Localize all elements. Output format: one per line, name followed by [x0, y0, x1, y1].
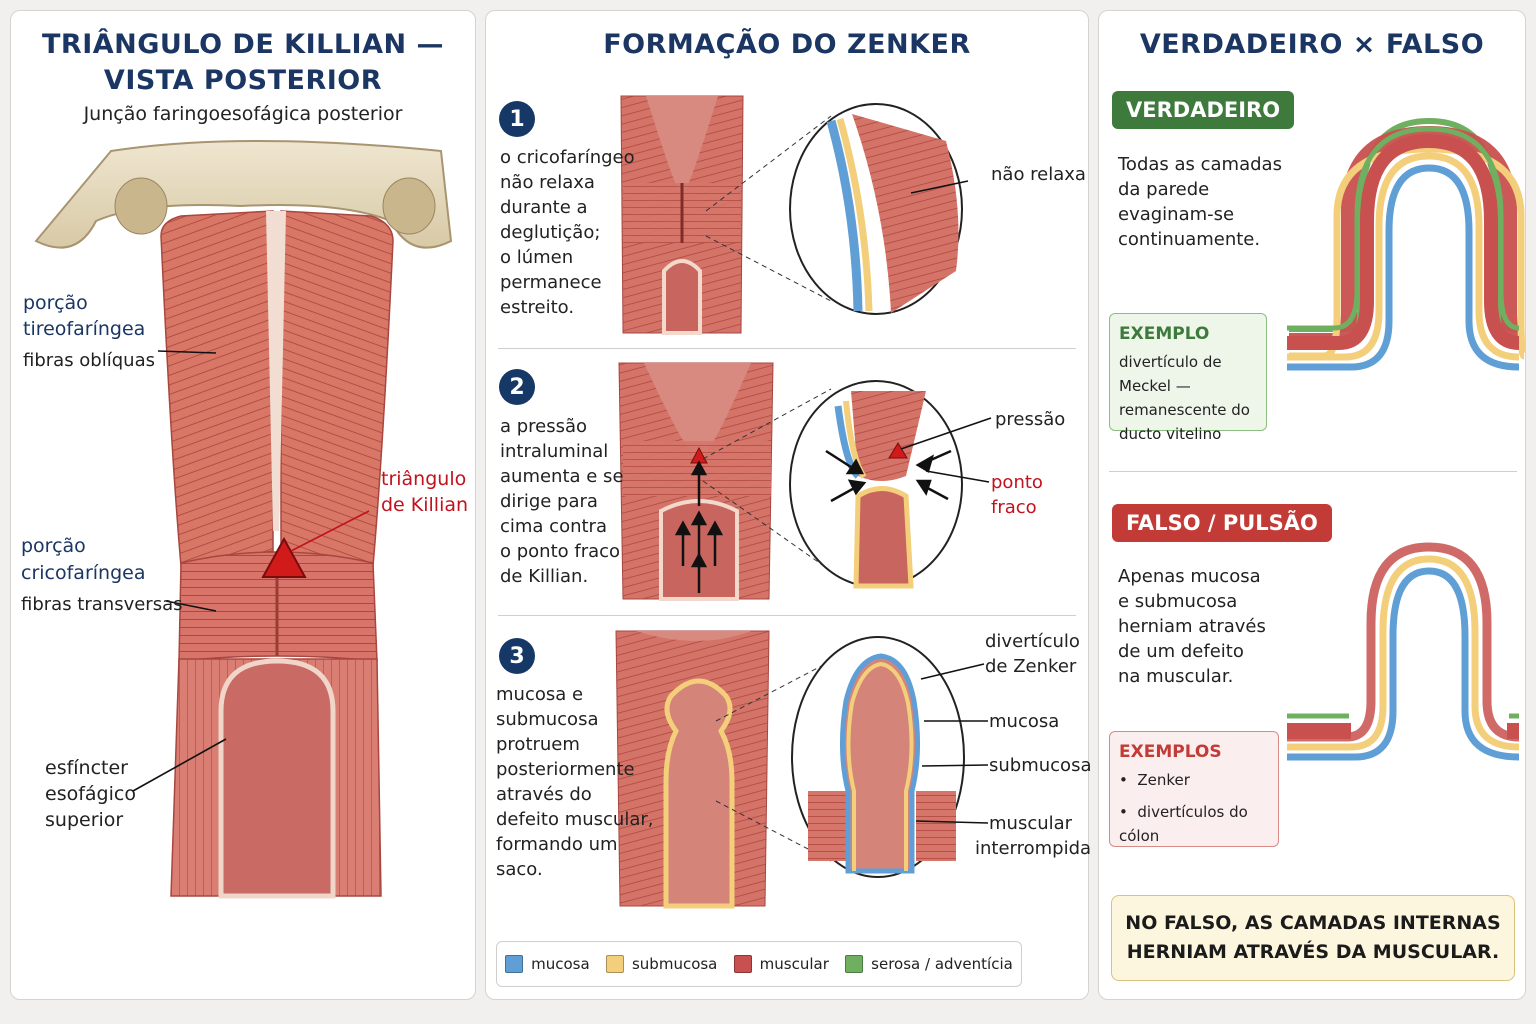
esophagus-lumen: [218, 658, 336, 899]
leader-pressao: [900, 417, 992, 450]
false-example-item: • divertículos do cólon: [1119, 803, 1248, 845]
callout-nao-relaxa: não relaxa: [991, 164, 1086, 185]
step1-tube: [620, 95, 744, 335]
false-example-item: • Zenker: [1119, 771, 1190, 789]
killian-triangle-icon: [261, 536, 307, 578]
callout-interrompida: interrompida: [975, 838, 1092, 859]
thyropharyngeus-left: [160, 210, 274, 567]
zenker-illustrations: [615, 95, 992, 909]
killian-panel: TRIÂNGULO DE KILLIAN — VISTA POSTERIOR J…: [10, 10, 476, 1000]
leader-killian: [290, 510, 370, 552]
killian-title: TRIÂNGULO DE KILLIAN — VISTA POSTERIOR: [42, 29, 444, 96]
false-example-box: EXEMPLOS • Zenker • divertículos do cólo…: [1109, 731, 1279, 847]
killian-subtitle: Junção faringoesofágica posterior: [83, 103, 403, 125]
true-example-box: EXEMPLO divertículo de Meckel —remanesce…: [1109, 313, 1267, 443]
label-tireo-3: fibras oblíquas: [23, 350, 155, 371]
label-tireo-2: tireofaríngea: [23, 318, 146, 340]
true-false-title: VERDADEIRO × FALSO: [1139, 29, 1485, 60]
step3-number: 3: [499, 638, 535, 674]
leader-crico: [165, 600, 217, 612]
thyropharyngeus-right: [280, 210, 394, 567]
pharyngeal-raphe: [266, 211, 286, 531]
legend-item-mucosa: mucosa: [505, 955, 590, 974]
diverticulum-diagrams: [1287, 117, 1528, 761]
callout-diverticulo-1: divertículo: [985, 631, 1080, 652]
legend-item-serosa: serosa / adventícia: [845, 955, 1013, 974]
false-omega-layers: [1287, 542, 1520, 761]
true-false-panel: VERDADEIRO × FALSO: [1098, 10, 1528, 1000]
label-crico-1: porção: [21, 535, 86, 557]
step2-zoom-arrows: [825, 449, 952, 503]
label-esf-1: esfíncter: [45, 757, 128, 779]
false-badge: FALSO / PULSÃO: [1112, 504, 1332, 542]
skull-foramen-left: [114, 177, 168, 235]
label-esf-2: esofágico: [45, 783, 136, 805]
label-crico-3: fibras transversas: [21, 594, 183, 615]
leader-submucosa: [921, 764, 989, 767]
legend-item-submucosa: submucosa: [605, 955, 717, 974]
skull-foramen-right: [382, 177, 436, 235]
label-killian-1: triângulo: [381, 468, 467, 490]
zenker-title: FORMAÇÃO DO ZENKER: [603, 29, 971, 60]
callout-pressao: pressão: [995, 409, 1066, 430]
callout-mucosa: mucosa: [989, 711, 1060, 732]
leader-diverticulo: [920, 663, 985, 680]
step2-tube: [618, 362, 774, 601]
step3-tube: [615, 630, 770, 909]
true-badge: VERDADEIRO: [1112, 91, 1295, 129]
true-omega-layers: [1287, 126, 1520, 371]
label-tireo-1: porção: [23, 292, 88, 314]
step3-zoom: [715, 636, 965, 878]
label-killian-2: de Killian: [381, 494, 469, 516]
leader-muscular: [915, 820, 989, 824]
step2-number: 2: [499, 369, 535, 405]
step-separator-2: [498, 615, 1076, 616]
step1-zoom: [705, 103, 969, 315]
label-crico-2: cricofaríngea: [21, 562, 146, 584]
leader-tireo: [157, 350, 217, 354]
label-esf-3: superior: [45, 809, 124, 831]
legend-item-muscular: muscular: [733, 955, 829, 974]
leader-esfincter: [132, 738, 227, 792]
callout-ponto-fraco: ponto fraco: [991, 472, 1043, 518]
section-separator: [1109, 471, 1517, 472]
callout-muscular: muscular: [989, 813, 1073, 834]
zenker-panel: FORMAÇÃO DO ZENKER: [485, 10, 1092, 1000]
step2-arrows: [674, 460, 724, 593]
skull-base: [34, 140, 453, 249]
leader-ponto-fraco: [925, 470, 990, 483]
pharynx-posterior-illustration: [34, 140, 453, 899]
step1-number: 1: [499, 101, 535, 137]
layer-legend: mucosa submucosa muscular serosa / adven…: [496, 941, 1022, 987]
callout-diverticulo-2: de Zenker: [985, 656, 1077, 677]
step-separator-1: [498, 348, 1076, 349]
callout-submucosa: submucosa: [989, 755, 1092, 776]
step2-zoom: [702, 380, 963, 589]
